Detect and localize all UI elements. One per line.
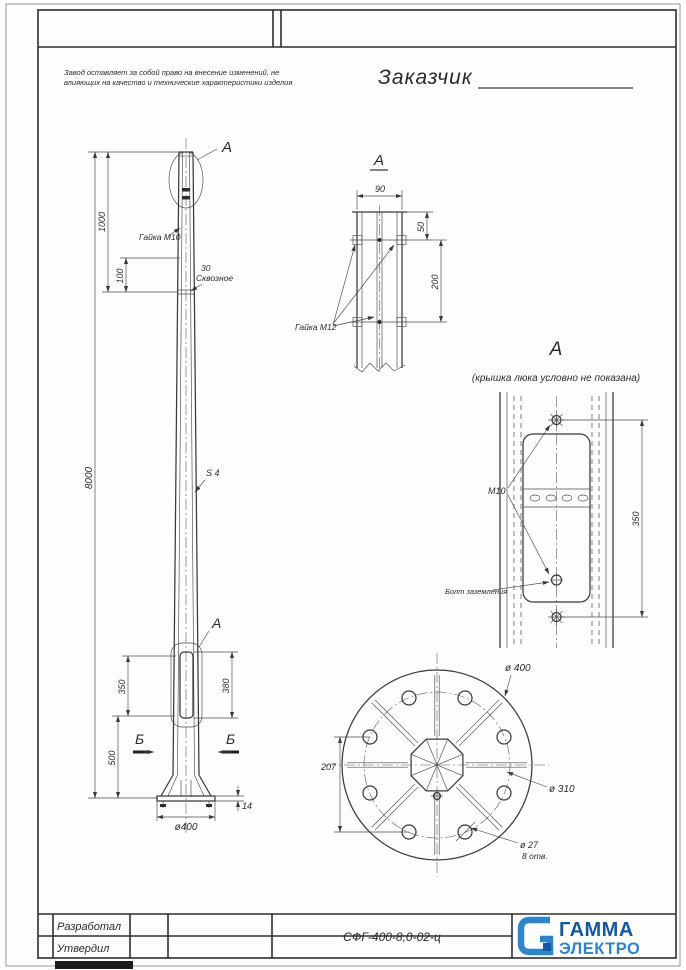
dim-200: 200	[409, 239, 447, 323]
brand-name-line2: ЭЛЕКТРО	[559, 940, 640, 958]
dim-base-400-text: ø400	[175, 822, 198, 833]
nut-m10-callout: Гайка М10	[139, 227, 181, 242]
m10-callout: М10	[488, 424, 551, 575]
disclaimer-line-2: влияющих на качество и технические харак…	[64, 78, 292, 87]
section-b-right-label: Б	[226, 731, 235, 747]
holes-count-text: 8 отв.	[522, 851, 548, 861]
dim-90-text: 90	[375, 184, 385, 194]
ground-bolt-callout: Болт заземления	[445, 580, 550, 596]
disclaimer-line-1: Завод оставляет за собой право на внесен…	[64, 68, 279, 77]
dim-flange-27: ø 27 8 отв.	[455, 821, 548, 861]
wall-thickness-callout: S 4	[194, 468, 220, 493]
dim-1000: 1000	[97, 151, 177, 293]
detail-a-note: (крышка люка условно не показана)	[472, 373, 640, 384]
dim-14: 14	[215, 786, 252, 811]
dim-flange-400: ø 400	[504, 663, 531, 697]
section-a-bolt-lower	[350, 317, 409, 327]
nut-m10-label: Гайка М10	[139, 232, 181, 242]
dim-350-elevation-text: 350	[117, 679, 127, 694]
pole-base	[156, 774, 216, 808]
detail-callout-top: А	[168, 139, 232, 209]
wall-thickness-label: S 4	[206, 468, 220, 478]
brand-logo-square	[543, 943, 551, 951]
dim-207-text: 207	[320, 762, 337, 772]
nut-m12-label: Гайка М12	[295, 322, 337, 332]
brand-logo: ГАММА ЭЛЕКТРО	[517, 916, 640, 958]
hatch-cover	[522, 433, 591, 603]
customer-field: Заказчик	[378, 66, 633, 89]
factory-disclaimer: Завод оставляет за собой право на внесен…	[64, 68, 292, 87]
detail-a-pole-walls	[499, 392, 614, 648]
dim-100-text: 100	[115, 268, 125, 283]
flange-gussets	[346, 674, 527, 856]
flange-plan-view: 207 ø 400 ø 310 ø 27 8 отв.	[320, 653, 575, 877]
hatch-bolt-bottom	[548, 608, 565, 626]
nut-m12-callout: Гайка М12	[295, 244, 395, 332]
section-a-view: А 90	[295, 152, 447, 373]
dim-8000: 8000	[84, 151, 179, 799]
ground-bolt-label: Болт заземления	[445, 587, 507, 596]
detail-a-mid-label: А	[211, 615, 221, 631]
m10-label: М10	[488, 486, 506, 496]
dim-350-detail: 350	[562, 419, 648, 618]
section-a-title: А	[373, 152, 384, 169]
section-b-left-label: Б	[135, 731, 144, 747]
section-b-marks: Б Б	[133, 731, 239, 755]
dim-350-elevation: 350	[112, 655, 176, 717]
detail-a-view: А (крышка люка условно не показана)	[445, 339, 648, 648]
dim-1000-text: 1000	[97, 212, 107, 232]
dim-200-text: 200	[430, 274, 440, 290]
dim-90: 90	[356, 184, 403, 210]
dim-base-400: ø400	[156, 801, 216, 833]
flange-center-octagon	[410, 738, 464, 792]
dim-500: 500	[107, 715, 121, 799]
dim-380: 380	[194, 651, 238, 719]
ground-bolt	[550, 573, 563, 587]
dim-380-text: 380	[221, 678, 231, 693]
title-block: Разработал Утвердил СФГ-400-8,0-02-ц ГАМ…	[38, 913, 676, 969]
dim-100: 100	[115, 257, 180, 293]
detail-a-top-label: А	[221, 139, 232, 156]
bottom-strip-mark	[55, 961, 133, 969]
sheet-frame	[5, 3, 681, 967]
dim-50: 50	[404, 211, 433, 241]
flange-ground-bolt	[431, 790, 443, 802]
dim-flange-310: ø 310	[506, 771, 575, 795]
dim-350-detail-text: 350	[631, 511, 641, 526]
brand-logo-icon	[517, 916, 554, 956]
hole-dia-label: 30	[201, 263, 211, 273]
pole-outline	[172, 151, 200, 776]
approved-by-label: Утвердил	[56, 943, 109, 955]
dim-flange-310-text: ø 310	[549, 784, 575, 795]
dim-flange-27-text: ø 27	[520, 840, 539, 850]
brand-name-line1: ГАММА	[559, 919, 634, 941]
pole-elevation-view: А Гайка М10 30 Сквозное 1000 100	[84, 138, 252, 835]
hatch-bolt-top	[548, 411, 565, 429]
section-a-bolt-upper	[350, 235, 409, 245]
hatch-opening: А	[170, 615, 221, 728]
dim-8000-text: 8000	[84, 466, 95, 489]
through-hole-callout: 30 Сквозное	[190, 263, 233, 292]
developed-by-label: Разработал	[57, 921, 121, 933]
hole-note-label: Сквозное	[196, 273, 233, 283]
dim-14-text: 14	[242, 801, 252, 811]
drawing-code: СФГ-400-8,0-02-ц	[343, 930, 441, 944]
dim-50-text: 50	[416, 222, 426, 232]
dim-flange-400-text: ø 400	[505, 663, 531, 674]
customer-label: Заказчик	[378, 66, 473, 89]
dim-207: 207	[320, 736, 409, 833]
detail-a-title: А	[549, 339, 563, 360]
dim-500-text: 500	[107, 750, 117, 765]
